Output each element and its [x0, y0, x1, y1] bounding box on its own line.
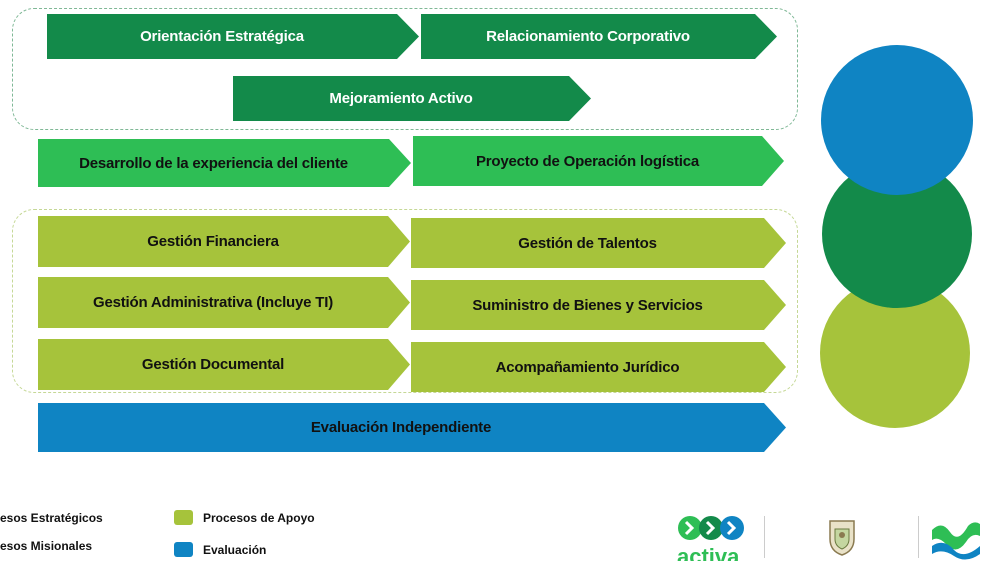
proyecto-operacion-label: Proyecto de Operación logística [475, 152, 700, 170]
legend-misionales-label: esos Misionales [0, 539, 93, 553]
gestion-administrativa-label: Gestión Administrativa (Incluye TI) [93, 294, 333, 311]
suministro-bienes-label: Suministro de Bienes y Servicios [472, 296, 703, 314]
mejoramiento-activo-label: Mejoramiento Activo [329, 90, 473, 107]
gestion-talentos-arrow: Gestión de Talentos [411, 218, 786, 268]
legend-estrategicos: esos Estratégicos [0, 511, 103, 525]
logo-divider-2 [918, 516, 919, 558]
legend-apoyo-label: Procesos de Apoyo [203, 510, 315, 525]
mejoramiento-activo-arrow: Mejoramiento Activo [233, 76, 591, 121]
legend-estrategicos-label: esos Estratégicos [0, 511, 103, 525]
svg-text:activa: activa [677, 544, 740, 561]
legend-evaluacion: Evaluación [174, 542, 266, 557]
gestion-documental-arrow: Gestión Documental [38, 339, 410, 390]
coat-of-arms-icon [826, 517, 858, 557]
gestion-financiera-label: Gestión Financiera [147, 233, 279, 250]
suministro-bienes-arrow: Suministro de Bienes y Servicios [411, 280, 786, 330]
acompanamiento-juridico-label: Acompañamiento Jurídico [495, 358, 680, 376]
proyecto-operacion-arrow: Proyecto de Operación logística [413, 136, 784, 186]
acompanamiento-juridico-arrow: Acompañamiento Jurídico [411, 342, 786, 392]
evaluacion-independiente-arrow: Evaluación Independiente [38, 403, 786, 452]
activa-logo-icon: activa [672, 512, 762, 561]
legend-apoyo: Procesos de Apoyo [174, 510, 315, 525]
gestion-financiera-arrow: Gestión Financiera [38, 216, 410, 267]
legend-evaluacion-label: Evaluación [203, 542, 267, 557]
desarrollo-experiencia-arrow: Desarrollo de la experiencia del cliente [38, 139, 411, 187]
evaluacion-independiente-label: Evaluación Independiente [310, 419, 492, 436]
gestion-documental-label: Gestión Documental [141, 356, 285, 373]
orientacion-estrategica-arrow: Orientación Estratégica [47, 14, 419, 59]
legend-apoyo-swatch [174, 510, 193, 525]
blue-circle [821, 45, 973, 195]
relacionamiento-corporativo-arrow: Relacionamiento Corporativo [421, 14, 777, 59]
green-wave-logo-icon [928, 516, 981, 561]
relacionamiento-corporativo-label: Relacionamiento Corporativo [486, 28, 690, 45]
gestion-administrativa-arrow: Gestión Administrativa (Incluye TI) [38, 277, 410, 328]
orientacion-estrategica-label: Orientación Estratégica [140, 28, 304, 45]
gestion-talentos-label: Gestión de Talentos [518, 234, 657, 252]
support-group-border [12, 209, 798, 393]
logo-divider-1 [764, 516, 765, 558]
strategic-group-border [12, 8, 798, 130]
legend-misionales: esos Misionales [0, 539, 92, 553]
desarrollo-experiencia-label: Desarrollo de la experiencia del cliente [79, 154, 348, 172]
legend-evaluacion-swatch [174, 542, 193, 557]
